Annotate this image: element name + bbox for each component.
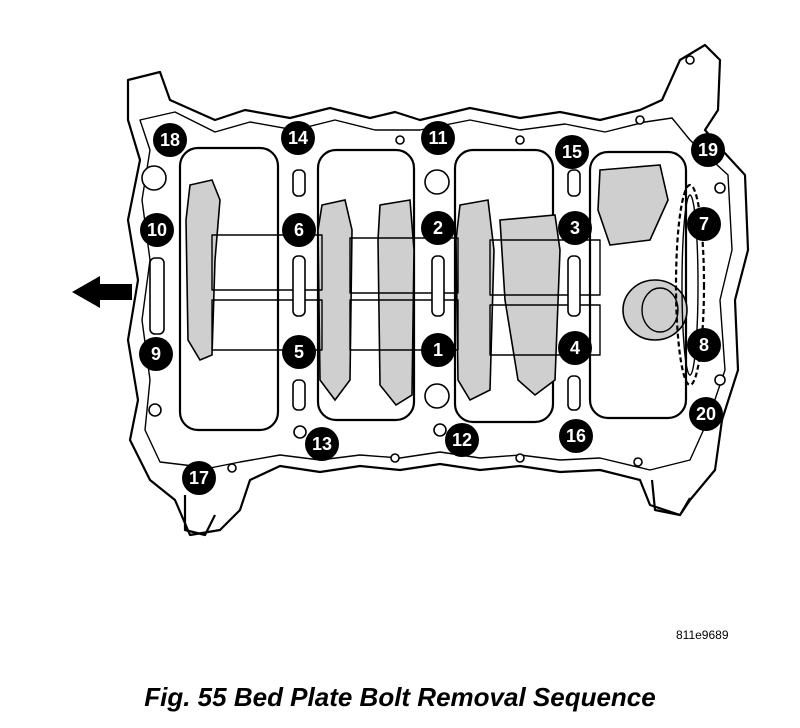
small-hole-7 [515, 453, 525, 463]
bolt-badge-18: 18 [153, 123, 187, 157]
counterweight-4 [455, 199, 495, 402]
bolt-badge-20: 20 [689, 397, 723, 431]
web-slot-c-top [567, 169, 581, 197]
bolt-badge-16: 16 [559, 419, 593, 453]
small-hole-6 [390, 453, 400, 463]
web-slot-b-mid [431, 255, 445, 317]
web-slot-c-bot [567, 375, 581, 411]
bolt-badge-15: 15 [555, 135, 589, 169]
counterweight-2 [317, 199, 353, 402]
figure-caption: Fig. 55 Bed Plate Bolt Removal Sequence [144, 682, 656, 712]
bolt-badge-4: 4 [558, 331, 592, 365]
bolt-badge-5: 5 [282, 335, 316, 369]
bolt-label-5: 5 [294, 342, 304, 362]
crank-journal-3 [489, 239, 601, 296]
bolt-label-20: 20 [696, 404, 716, 424]
dowel-hole-3 [424, 383, 450, 409]
bolt-badge-10: 10 [140, 213, 174, 247]
small-hole-5 [714, 182, 726, 194]
bolt-badge-19: 19 [691, 133, 725, 167]
bolt-badge-7: 7 [687, 207, 721, 241]
bolt-badge-14: 14 [281, 121, 315, 155]
small-hole-1 [148, 403, 162, 417]
bolt-label-16: 16 [566, 426, 586, 446]
bolt-badge-3: 3 [558, 211, 592, 245]
small-hole-12 [635, 115, 645, 125]
crank-journal-2 [349, 237, 459, 294]
bolt-badge-9: 9 [139, 337, 173, 371]
bolt-label-3: 3 [570, 218, 580, 238]
bolt-label-14: 14 [288, 128, 308, 148]
lower-lug-right [650, 479, 691, 517]
crank-snout [622, 279, 688, 341]
bolt-badge-17: 17 [182, 461, 216, 495]
bolt-badge-8: 8 [687, 328, 721, 362]
bed-plate-outline [126, 43, 750, 537]
crank-pin-2 [349, 299, 459, 351]
lower-lug-left [183, 495, 216, 537]
small-hole-13 [685, 55, 695, 65]
counterweight-3 [377, 199, 415, 407]
small-hole-11 [515, 135, 525, 145]
bolt-badge-12: 12 [445, 423, 479, 457]
crank-pin-3 [489, 304, 601, 356]
crank-pin-1 [211, 299, 323, 351]
bolt-label-11: 11 [428, 128, 447, 148]
bearing-bay-4 [588, 150, 688, 420]
figure-id: 811e9689 [676, 628, 729, 642]
bolt-badge-6: 6 [282, 213, 316, 247]
small-hole-4 [714, 374, 726, 386]
bolt-label-6: 6 [294, 220, 304, 240]
bed-plate-inner-flange [139, 111, 733, 471]
bolt-badge-11: 11 [421, 121, 455, 155]
small-hole-3 [433, 423, 447, 437]
bolt-label-18: 18 [160, 130, 180, 150]
bearing-bay-1 [178, 146, 280, 432]
web-slot-left-mid [149, 257, 165, 335]
counterweight-6 [597, 164, 669, 246]
small-hole-2 [293, 425, 307, 439]
bolt-label-9: 9 [151, 344, 161, 364]
bolt-label-13: 13 [312, 434, 332, 454]
timing-sprocket [674, 183, 706, 387]
web-slot-a-top [292, 169, 306, 197]
small-hole-10 [395, 135, 405, 145]
bolt-label-8: 8 [699, 335, 709, 355]
bolt-label-17: 17 [189, 468, 209, 488]
bolt-label-15: 15 [562, 142, 582, 162]
arrow-left-icon [72, 276, 132, 308]
bolt-label-7: 7 [699, 214, 709, 234]
bolt-badge-13: 13 [305, 427, 339, 461]
small-hole-9 [633, 457, 643, 467]
dowel-hole-2 [424, 169, 450, 195]
bolt-badge-1: 1 [421, 333, 455, 367]
bolt-label-2: 2 [433, 218, 443, 238]
dowel-hole-1 [141, 165, 167, 191]
small-hole-8 [227, 463, 237, 473]
bolt-label-19: 19 [698, 140, 718, 160]
bolt-label-10: 10 [147, 220, 167, 240]
bolt-label-4: 4 [570, 338, 580, 358]
bed-plate-diagram: 1 2 3 4 5 6 7 8 9 10 11 12 13 14 15 16 1… [72, 43, 750, 537]
web-slot-a-mid [292, 255, 306, 317]
web-slot-a-bot [292, 379, 306, 411]
timing-sprocket-hub [681, 194, 699, 376]
web-slot-c-mid [567, 255, 581, 317]
bolt-badge-2: 2 [421, 211, 455, 245]
counterweight-1 [185, 179, 221, 362]
crank-journal-1 [211, 234, 323, 291]
bolt-label-1: 1 [433, 340, 443, 360]
crank-snout-face [641, 287, 679, 333]
bolt-label-12: 12 [452, 430, 472, 450]
